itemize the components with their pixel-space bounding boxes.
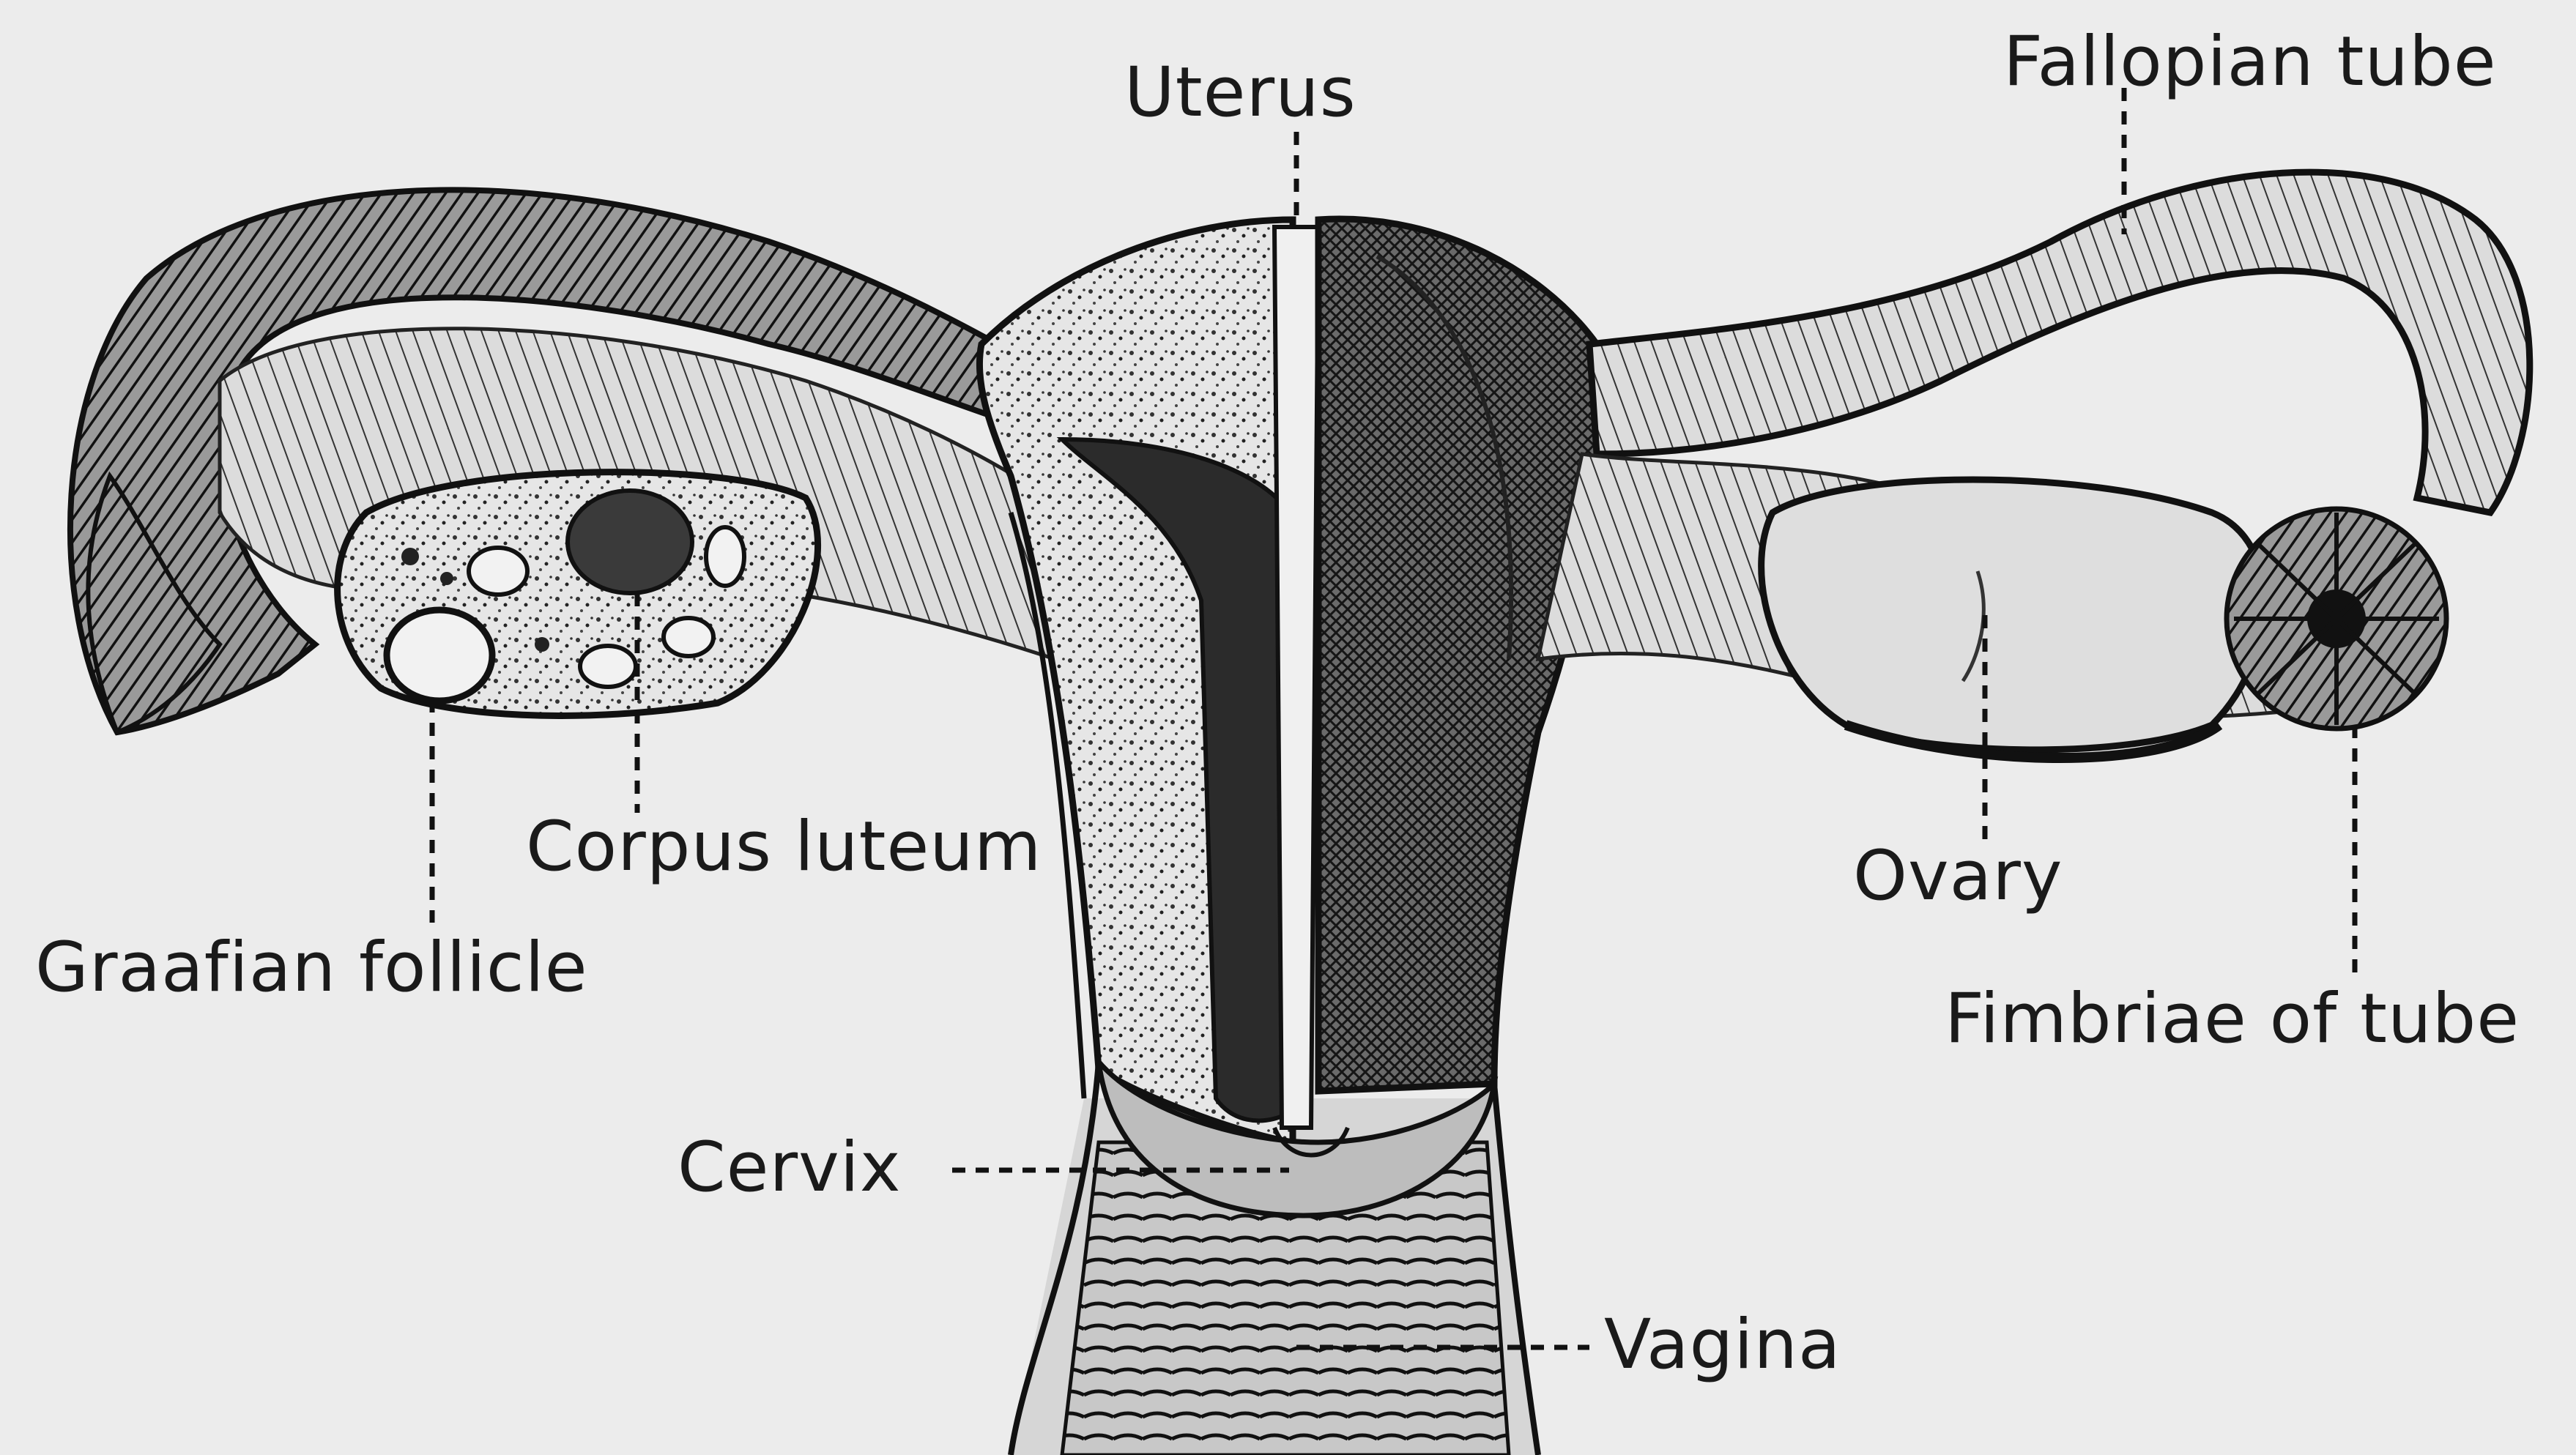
graafian-follicle-body [387,610,492,701]
label-uterus: Uterus [1124,59,1356,127]
label-fimbriae-of-tube: Fimbriae of tube [1945,985,2520,1054]
label-vagina: Vagina [1604,1311,1841,1380]
label-cervix: Cervix [678,1134,902,1202]
label-fallopian-tube: Fallopian tube [2003,28,2497,97]
corpus-luteum-body [568,491,692,593]
label-ovary: Ovary [1853,842,2063,911]
left-ovary [338,472,818,716]
right-fimbriae [2227,509,2446,729]
right-ovary [1762,480,2265,758]
label-graafian-follicle: Graafian follicle [35,934,588,1002]
uterus-body [979,219,1601,1142]
label-corpus-luteum: Corpus luteum [526,813,1042,882]
